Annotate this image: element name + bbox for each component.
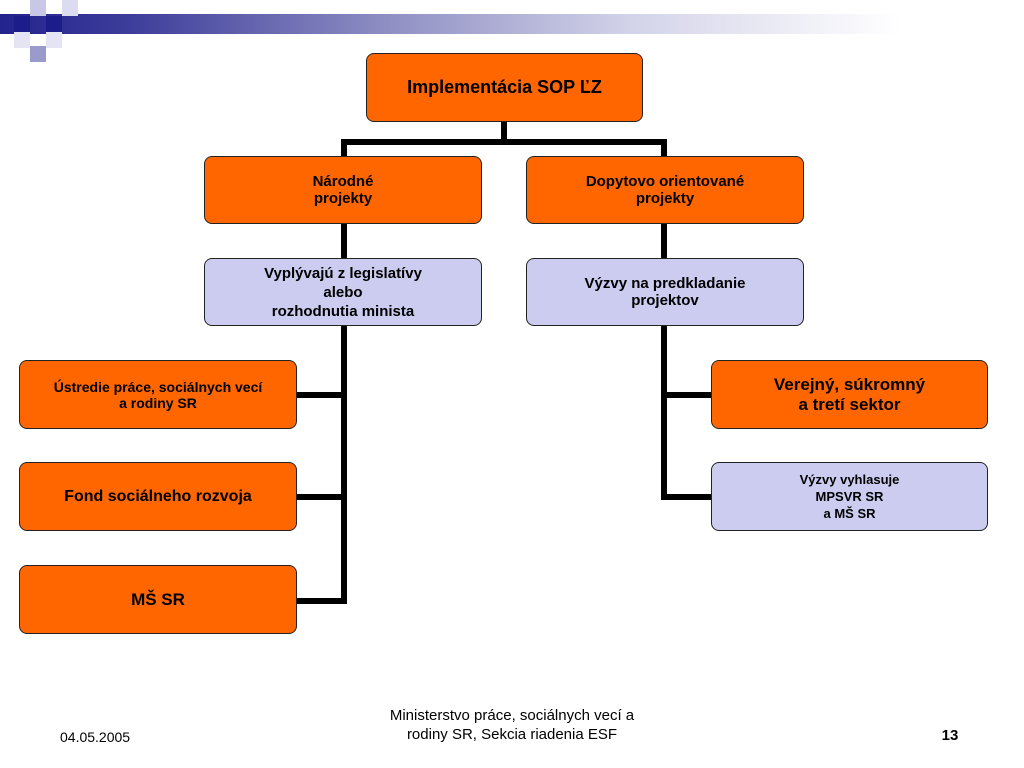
connector-left-item-2 bbox=[297, 494, 347, 500]
connector-left-item-3 bbox=[297, 598, 347, 604]
root-node: Implementácia SOP ĽZ bbox=[366, 53, 643, 122]
demand-projects-node: Dopytovo orientované projekty bbox=[526, 156, 804, 224]
connector-left-spine bbox=[341, 326, 347, 604]
deco-square bbox=[46, 16, 62, 32]
connector-right-spine bbox=[661, 326, 667, 500]
deco-square bbox=[30, 0, 46, 16]
connector-left-item-1 bbox=[297, 392, 347, 398]
ms-sr-node: MŠ SR bbox=[19, 565, 297, 634]
connector-right-item-2 bbox=[661, 494, 712, 500]
connector-left-title-sub bbox=[341, 224, 347, 258]
national-projects-node: Národné projekty bbox=[204, 156, 482, 224]
connector-right-item-1 bbox=[661, 392, 712, 398]
deco-square bbox=[46, 32, 62, 48]
page-number: 13 bbox=[941, 727, 959, 744]
connector-left-drop bbox=[341, 139, 347, 156]
deco-square bbox=[14, 32, 30, 48]
connector-branch-bar bbox=[341, 139, 667, 145]
calls-node: Výzvy na predkladanie projektov bbox=[526, 258, 804, 326]
announcer-node: Výzvy vyhlasuje MPSVR SR a MŠ SR bbox=[711, 462, 988, 531]
upsvar-node: Ústredie práce, sociálnych vecí a rodiny… bbox=[19, 360, 297, 429]
fund-node: Fond sociálneho rozvoja bbox=[19, 462, 297, 531]
header-banner bbox=[0, 14, 1024, 34]
sector-node: Verejný, súkromný a tretí sektor bbox=[711, 360, 988, 429]
deco-square bbox=[62, 0, 78, 16]
connector-root-down bbox=[501, 122, 507, 142]
deco-square bbox=[14, 16, 30, 32]
footer-date: 04.05.2005 bbox=[60, 729, 131, 745]
legislation-node: Vyplývajú z legislatívy alebo rozhodnuti… bbox=[204, 258, 482, 326]
connector-right-title-sub bbox=[661, 224, 667, 258]
footer-organization: Ministerstvo práce, sociálnych vecí a ro… bbox=[389, 707, 635, 743]
connector-right-drop bbox=[661, 139, 667, 156]
deco-square bbox=[30, 46, 46, 62]
